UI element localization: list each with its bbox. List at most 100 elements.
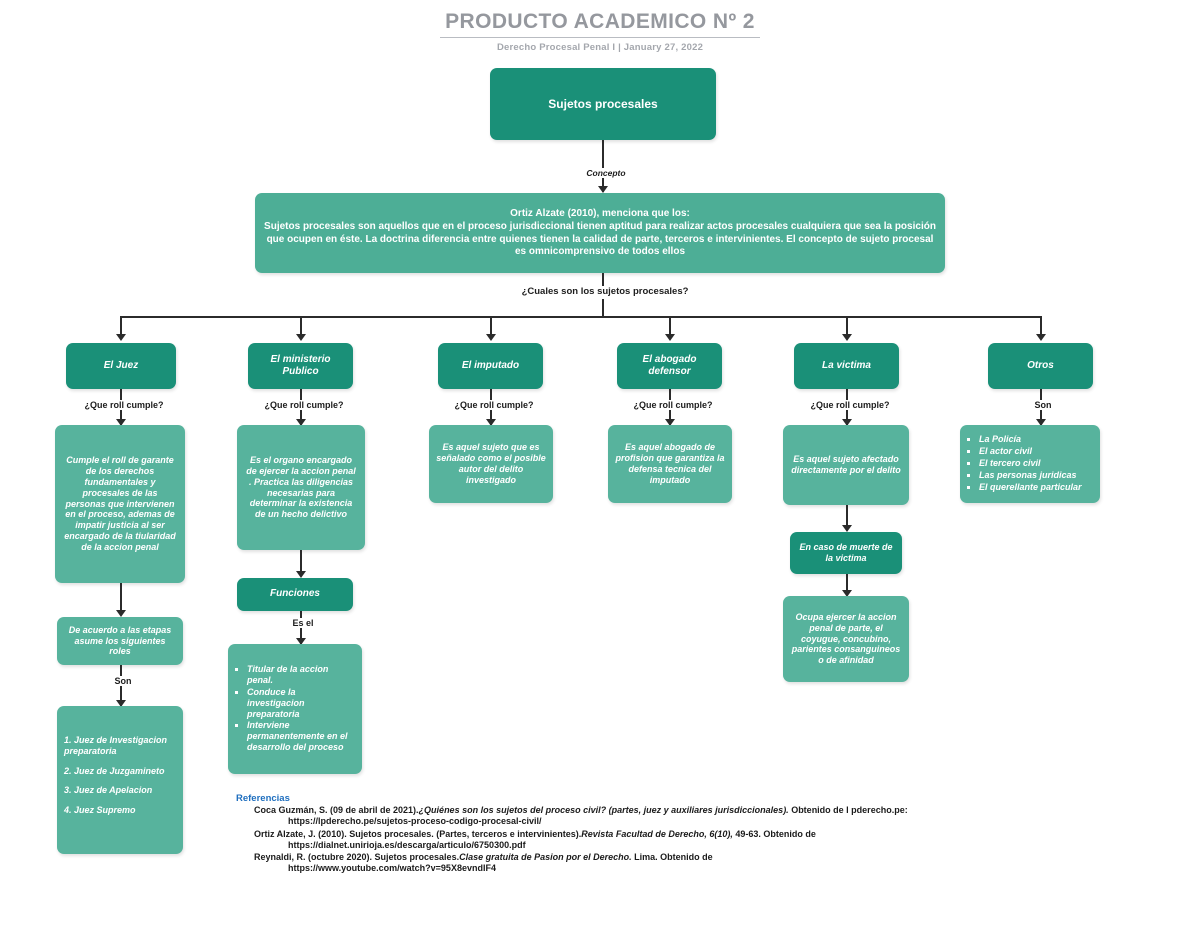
arrow-otros (1036, 334, 1046, 341)
node-abogado-defensor-label: El abogado defensor (642, 353, 697, 377)
arrow-victima-herederos (842, 590, 852, 597)
connector-victima-muerte (846, 505, 848, 530)
list-item: Interviene permanentemente en el desarro… (247, 720, 355, 753)
definition-line-2: Sujetos procesales son aquellos que en e… (264, 221, 936, 257)
node-victima-herederos[interactable]: Ocupa ejercer la accion penal de parte, … (783, 596, 909, 682)
connector-drop-abogado (669, 316, 671, 338)
list-item: Las personas juridicas (979, 470, 1082, 481)
arrow-ministerio (296, 334, 306, 341)
edge-label-abogado-question: ¿Que roll cumple? (619, 400, 727, 410)
node-juez-description-text: Cumple el roll de garante de los derecho… (64, 454, 176, 553)
node-root[interactable]: Sujetos procesales (490, 68, 716, 140)
node-victima-description-text: Es aquel sujeto afectado directamente po… (791, 454, 901, 475)
connector-root-to-definition (602, 140, 604, 192)
reference-source: Lima. Obtenido de (631, 852, 713, 862)
arrow-victima (842, 334, 852, 341)
node-victima-description[interactable]: Es aquel sujeto afectado directamente po… (783, 425, 909, 505)
references-section: Referencias Coca Guzmán, S. (09 de abril… (236, 793, 996, 876)
arrow-victima-desc (842, 419, 852, 426)
list-item: 4. Juez Supremo (64, 805, 136, 816)
node-imputado-label: El imputado (461, 359, 520, 371)
reference-item: Ortiz Alzate, J. (2010). Sujetos procesa… (236, 829, 996, 852)
node-juez-label: El Juez (103, 359, 139, 371)
node-abogado-defensor[interactable]: El abogado defensor (617, 343, 722, 389)
page-subtitle: Derecho Procesal Penal I | January 27, 2… (496, 42, 704, 53)
arrow-imputado-desc (486, 419, 496, 426)
edge-label-es-el: Es el (282, 618, 324, 628)
arrow-abogado (665, 334, 675, 341)
connector-definition-down (602, 273, 604, 291)
node-imputado[interactable]: El imputado (438, 343, 543, 389)
reference-url[interactable]: https://dialnet.unirioja.es/descarga/art… (288, 839, 526, 850)
node-funciones[interactable]: Funciones (237, 578, 353, 611)
connector-victima-herederos (846, 574, 848, 594)
reference-url[interactable]: https://www.youtube.com/watch?v=95X8evnd… (288, 863, 496, 874)
node-ministerio-description-text: Es el organo encargado de ejercer la acc… (246, 454, 356, 520)
reference-author: Reynaldi, R. (octubre 2020). Sujetos pro… (254, 852, 460, 862)
reference-work: ¿Quiénes son los sujetos del proceso civ… (418, 805, 789, 815)
node-juez-subtitle-text: De acuerdo a las etapas asume los siguie… (68, 624, 172, 657)
node-ministerio-publico-label: El ministerio Publico (270, 353, 331, 377)
otros-list: La Policía El actor civil El tercero civ… (967, 434, 1082, 494)
node-juez-subtitle[interactable]: De acuerdo a las etapas asume los siguie… (57, 617, 183, 665)
list-item: 2. Juez de Juzgamineto (64, 765, 165, 776)
arrow-abogado-desc (665, 419, 675, 426)
arrow-definition (598, 186, 608, 193)
connector-branch-bus (120, 316, 1042, 318)
node-root-label: Sujetos procesales (548, 96, 658, 111)
connector-drop-victima (846, 316, 848, 338)
references-title: Referencias (236, 793, 290, 804)
reference-url[interactable]: https://lpderecho.pe/sujetos-proceso-cod… (288, 816, 542, 827)
node-victima-label: La victima (822, 359, 871, 371)
node-victima-muerte-label: En caso de muerte de la victima (799, 542, 893, 563)
node-victima-muerte[interactable]: En caso de muerte de la victima (790, 532, 902, 574)
node-otros[interactable]: Otros (988, 343, 1093, 389)
reference-source: Obtenido de l pderecho.pe: (788, 805, 908, 815)
connector-drop-juez (120, 316, 122, 338)
edge-label-otros-son: Son (1020, 400, 1066, 410)
arrow-imputado (486, 334, 496, 341)
arrow-juez-roles-label (116, 610, 126, 617)
edge-label-concepto: Concepto (575, 168, 637, 178)
list-item: El tercero civil (979, 458, 1082, 469)
node-otros-list[interactable]: La Policía El actor civil El tercero civ… (960, 425, 1100, 503)
node-imputado-description[interactable]: Es aquel sujeto que es señalado como el … (429, 425, 553, 503)
page-title: PRODUCTO ACADEMICO Nº 2 (445, 10, 755, 33)
node-abogado-description-text: Es aquel abogado de profision que garant… (615, 442, 725, 485)
node-juez-roles[interactable]: 1. Juez de Investigacion preparatoria 2.… (57, 706, 183, 854)
list-item: Titular de la accion penal. (247, 664, 355, 686)
node-funciones-label: Funciones (269, 588, 320, 600)
arrow-victima-muerte (842, 525, 852, 532)
edge-label-victima-question: ¿Que roll cumple? (796, 400, 904, 410)
arrow-otros-list (1036, 419, 1046, 426)
node-otros-label: Otros (1027, 359, 1054, 371)
edge-label-juez-question: ¿Que roll cumple? (70, 400, 178, 410)
arrow-ministerio-funciones (296, 571, 306, 578)
node-abogado-description[interactable]: Es aquel abogado de profision que garant… (608, 425, 732, 503)
reference-author: Coca Guzmán, S. (09 de abril de 2021). (254, 805, 419, 815)
page-header: PRODUCTO ACADEMICO Nº 2 Derecho Procesal… (0, 10, 1200, 53)
funciones-list: Titular de la accion penal. Conduce la i… (235, 664, 355, 755)
reference-item: Reynaldi, R. (octubre 2020). Sujetos pro… (236, 852, 996, 875)
connector-ministerio-funciones (300, 550, 302, 576)
reference-author: Ortiz Alzate, J. (2010). Sujetos procesa… (254, 828, 582, 839)
list-item: 1. Juez de Investigacion preparatoria (64, 734, 168, 756)
list-item: La Policía (979, 434, 1082, 445)
node-juez[interactable]: El Juez (66, 343, 176, 389)
arrow-juez (116, 334, 126, 341)
node-definition[interactable]: Ortiz Alzate (2010), menciona que los: S… (255, 193, 945, 273)
connector-drop-ministerio (300, 316, 302, 338)
connector-juez-roles (120, 665, 122, 707)
node-juez-description[interactable]: Cumple el roll de garante de los derecho… (55, 425, 185, 583)
connector-question-down (602, 299, 604, 317)
node-ministerio-description[interactable]: Es el organo encargado de ejercer la acc… (237, 425, 365, 550)
node-funciones-list[interactable]: Titular de la accion penal. Conduce la i… (228, 644, 362, 774)
list-item: Conduce la investigacion preparatoria (247, 687, 355, 720)
connector-drop-otros (1040, 316, 1042, 338)
node-victima[interactable]: La victima (794, 343, 899, 389)
node-ministerio-publico[interactable]: El ministerio Publico (248, 343, 353, 389)
edge-label-main-question: ¿Cuales son los sujetos procesales? (498, 286, 712, 297)
title-divider (440, 37, 760, 38)
arrow-ministerio-desc (296, 419, 306, 426)
